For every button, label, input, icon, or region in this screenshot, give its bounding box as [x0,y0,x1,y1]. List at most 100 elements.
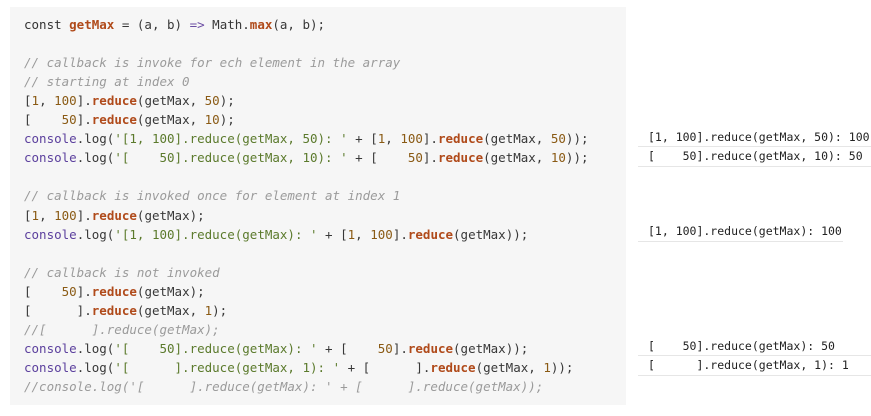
code-token: .log( [76,226,115,242]
code-line: console.log('[ ].reduce(getMax, 1): ' + … [24,358,573,377]
code-token: //[ ].reduce(getMax); [24,321,220,337]
console-log-entry: [ 50].reduce(getMax, 10): 50 [648,149,863,163]
code-token: (getMax)); [453,226,529,242]
code-line: console.log('[ 50].reduce(getMax, 10): '… [24,148,589,167]
code-token: 50 [61,283,77,299]
code-line: [1, 100].reduce(getMax); [24,206,205,225]
code-token: = (a, b) [114,17,190,32]
code-token: ]. [76,93,92,109]
code-token: 50 [61,112,77,128]
console-log-entry: [ ].reduce(getMax, 1): 1 [648,358,849,372]
code-editor[interactable]: const getMax = (a, b) => Math.max(a, b);… [10,7,626,405]
code-token: console [24,226,77,242]
code-token: => [189,17,205,32]
console-divider [638,241,843,242]
code-line: //console.log('[ ].reduce(getMax): ' + [… [24,377,543,396]
code-token: reduce [407,340,454,356]
code-line: [ 50].reduce(getMax, 10); [24,110,235,129]
code-token: ); [219,112,235,128]
code-line: //[ ].reduce(getMax); [24,320,220,339]
code-token: .log( [76,131,115,147]
code-token: 50 [550,131,566,147]
code-line: console.log('[1, 100].reduce(getMax, 50)… [24,129,589,148]
code-token: ]. [392,226,408,242]
console-log-entry: [1, 100].reduce(getMax): 100 [648,224,842,238]
code-token: '[ 50].reduce(getMax): ' [114,340,318,356]
code-line: console.log('[1, 100].reduce(getMax): ' … [24,225,528,244]
console-divider [638,375,871,376]
code-token: reduce [437,150,484,166]
code-token: , [39,207,55,223]
code-token: console [24,150,77,166]
code-token: // callback is invoked once for element … [24,188,401,204]
code-token: .log( [76,150,115,166]
code-token: .log( [76,340,115,356]
code-token: reduce [437,131,484,147]
code-token: '[ 50].reduce(getMax, 10): ' [114,150,348,166]
code-token: 100 [370,226,393,242]
console-divider [638,166,871,167]
code-token: + [ [347,131,378,147]
code-token: [ [24,207,32,223]
code-token: 50 [204,93,220,109]
code-token: reduce [91,112,137,128]
code-token: + [ [317,340,378,356]
code-token: console [24,131,77,147]
code-token: ); [219,93,235,109]
console-divider [638,355,871,356]
code-token: reduce [91,302,137,318]
code-token: (getMax); [136,283,205,299]
code-token: console [24,340,77,356]
code-token: console [24,359,77,375]
code-token: + [ [317,226,348,242]
code-line: const getMax = (a, b) => Math.max(a, b); [24,15,325,34]
code-token: [ [24,112,62,128]
code-token: [ [24,93,32,109]
code-token: .log( [76,359,115,375]
code-token: 10 [550,150,566,166]
code-token: 50 [377,340,393,356]
code-token: '[1, 100].reduce(getMax): ' [114,226,318,242]
code-token: 1 [204,302,213,318]
code-token: 100 [54,93,77,109]
code-token: )); [565,150,589,166]
code-token: reduce [91,93,137,109]
code-token: '[ ].reduce(getMax, 1): ' [114,359,341,375]
code-token: (a, b); [272,17,326,32]
code-token: , [39,93,55,109]
code-token: (getMax, [483,131,551,147]
code-token: (getMax)); [453,340,529,356]
code-line: // starting at index 0 [24,72,190,91]
code-token: , [355,226,371,242]
code-token: (getMax, [136,302,205,318]
code-line: // callback is invoke for ech element in… [24,53,400,72]
code-token: 1 [31,93,40,109]
code-token: // callback is invoke for ech element in… [24,55,401,71]
code-token: ); [212,302,228,318]
code-token: )); [565,131,589,147]
code-token: + [ ]. [340,359,431,375]
console-log-entry: [ 50].reduce(getMax): 50 [648,339,835,353]
code-token: getMax [69,17,115,32]
code-token: // callback is not invoked [24,264,220,280]
code-token: ]. [422,150,438,166]
code-token: ]. [76,207,92,223]
code-token: 100 [400,131,423,147]
code-token: 50 [407,150,423,166]
code-token: (getMax, [136,112,205,128]
code-token: (getMax); [136,207,205,223]
code-line: console.log('[ 50].reduce(getMax): ' + [… [24,339,528,358]
code-token: reduce [91,207,137,223]
code-line: [ 50].reduce(getMax); [24,282,205,301]
code-token: // starting at index 0 [24,74,190,90]
code-line: // callback is invoked once for element … [24,186,400,205]
code-token: (getMax, [475,359,544,375]
code-token: , [385,131,401,147]
code-line: [ ].reduce(getMax, 1); [24,301,227,320]
code-token: + [ [347,150,408,166]
console-divider [638,146,871,147]
code-line: // callback is not invoked [24,263,220,282]
code-token: (getMax, [483,150,551,166]
console-log-entry: [1, 100].reduce(getMax, 50): 100 [648,130,870,144]
code-line: [1, 100].reduce(getMax, 50); [24,91,235,110]
